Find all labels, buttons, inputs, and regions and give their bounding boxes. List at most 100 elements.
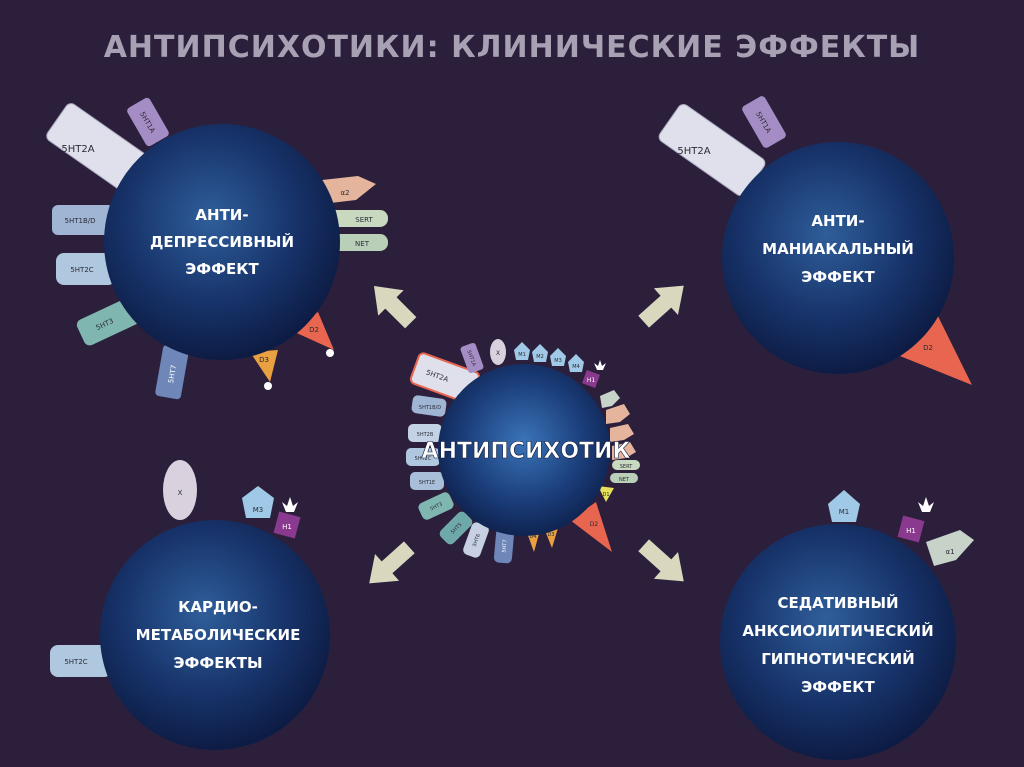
center-label: АНТИПСИХОТИК xyxy=(422,439,631,464)
sedative-effect-group: M1 H1 α1 СЕДАТИВНЫЙ АНКСИОЛИТИЧЕСКИЙ ГИП… xyxy=(720,490,974,760)
receptor-5ht2c-cardio: 5HT2C xyxy=(50,645,112,677)
svg-text:SERT: SERT xyxy=(355,216,373,224)
center-receptor-m2: M2 xyxy=(532,344,548,362)
receptor-x-cardio: X xyxy=(163,460,197,520)
antipsychotic-center-group: 5HT2A 5HT1A X M1 M2 M3 M4 H1 xyxy=(406,339,640,564)
receptor-d3: D3 xyxy=(250,350,278,390)
svg-text:5HT7: 5HT7 xyxy=(167,364,178,384)
svg-text:H1: H1 xyxy=(906,527,916,535)
svg-text:D4: D4 xyxy=(529,534,536,540)
center-receptor-5ht6: 5HT6 xyxy=(463,522,489,558)
receptor-5ht2c: 5HT2C xyxy=(56,253,116,285)
svg-text:M1: M1 xyxy=(518,352,526,358)
svg-text:H1: H1 xyxy=(587,377,596,384)
antidepressant-line2: ДЕПРЕССИВНЫЙ xyxy=(150,232,294,251)
antimanic-circle xyxy=(722,142,954,374)
center-receptor-m4: M4 xyxy=(568,354,584,372)
arrow-to-sedative xyxy=(638,539,684,582)
center-receptor-m3: M3 xyxy=(550,348,566,366)
receptor-5ht3: 5HT3 xyxy=(76,298,140,346)
receptor-h1-sedative: H1 xyxy=(897,497,934,543)
svg-text:5HT2A: 5HT2A xyxy=(61,144,94,155)
antimanic-line2: МАНИАКАЛЬНЫЙ xyxy=(762,239,914,258)
svg-text:D3: D3 xyxy=(259,356,269,364)
receptor-m1-sedative: M1 xyxy=(828,490,860,522)
sedative-line3: ГИПНОТИЧЕСКИЙ xyxy=(761,649,915,668)
svg-text:5HT2B: 5HT2B xyxy=(417,432,434,438)
arrow-to-cardio xyxy=(369,541,415,584)
svg-text:α2: α2 xyxy=(340,189,349,197)
center-receptor-m1: M1 xyxy=(514,342,530,360)
receptor-sert: SERT xyxy=(328,210,388,227)
center-receptor-5ht2b: 5HT2B xyxy=(408,424,442,442)
center-receptor-5ht1e: 5HT1E xyxy=(410,472,444,490)
arrow-to-antidepressant xyxy=(373,285,417,329)
svg-text:M2: M2 xyxy=(536,354,544,360)
center-receptor-h1: H1 xyxy=(582,360,606,388)
center-receptor-alpha2b xyxy=(610,424,634,442)
receptor-5ht1a: 5HT1A xyxy=(127,97,169,147)
svg-text:D3: D3 xyxy=(547,532,554,538)
center-receptor-x: X xyxy=(490,339,506,365)
center-receptor-5ht7: 5HT7 xyxy=(493,528,515,564)
center-receptor-5ht2c: 5HT2C xyxy=(406,448,440,466)
svg-text:X: X xyxy=(496,350,500,357)
svg-text:α1: α1 xyxy=(945,548,954,556)
antipsychotic-center-circle xyxy=(438,364,610,536)
svg-text:5HT1A: 5HT1A xyxy=(465,350,477,368)
cardio-line2: МЕТАБОЛИЧЕСКИЕ xyxy=(136,626,301,644)
receptor-5ht1bd: 5HT1B/D xyxy=(52,205,114,235)
svg-text:SERT: SERT xyxy=(620,464,633,470)
center-receptor-alpha1 xyxy=(600,390,620,408)
arrow-to-antimanic xyxy=(638,285,684,328)
receptor-d2-right: D2 xyxy=(890,300,972,385)
sedative-line4: ЭФФЕКТ xyxy=(801,678,875,696)
center-receptor-alpha2c xyxy=(612,442,636,460)
cardio-line1: КАРДИО- xyxy=(178,598,258,616)
center-receptor-net: NET xyxy=(610,473,638,483)
receptor-5ht7: 5HT7 xyxy=(155,344,189,400)
svg-text:NET: NET xyxy=(355,240,370,248)
page-title: АНТИПСИХОТИКИ: КЛИНИЧЕСКИЕ ЭФФЕКТЫ xyxy=(104,30,921,65)
svg-text:5HT3: 5HT3 xyxy=(429,501,443,512)
svg-text:5HT6: 5HT6 xyxy=(472,533,482,547)
svg-text:5HT2C: 5HT2C xyxy=(70,266,93,274)
receptor-d2: D2 xyxy=(290,312,334,357)
antidepressant-line3: ЭФФЕКТ xyxy=(185,260,259,278)
center-receptor-5ht1a: 5HT1A xyxy=(460,342,484,374)
svg-text:NET: NET xyxy=(619,477,630,483)
svg-text:M3: M3 xyxy=(253,506,264,514)
svg-text:5HT1B/D: 5HT1B/D xyxy=(419,405,441,411)
receptor-net: NET xyxy=(328,234,388,251)
svg-text:5HT7: 5HT7 xyxy=(501,539,508,553)
sedative-circle xyxy=(720,524,956,760)
cardio-circle xyxy=(100,520,330,750)
center-receptor-5ht1bd: 5HT1B/D xyxy=(411,395,447,417)
receptor-h1-cardio: H1 xyxy=(273,497,301,539)
svg-text:5HT2C: 5HT2C xyxy=(415,456,432,462)
svg-text:M3: M3 xyxy=(554,358,562,364)
receptor-alpha1-sedative: α1 xyxy=(926,530,974,566)
svg-text:5HT1B/D: 5HT1B/D xyxy=(65,217,96,225)
svg-text:5HT2C: 5HT2C xyxy=(64,658,87,666)
svg-text:X: X xyxy=(178,489,183,497)
center-receptor-5ht3: 5HT3 xyxy=(418,492,454,520)
svg-text:M1: M1 xyxy=(839,508,850,516)
sedative-line2: АНКСИОЛИТИЧЕСКИЙ xyxy=(742,621,933,640)
svg-text:D2: D2 xyxy=(590,521,599,528)
svg-text:5HT2A: 5HT2A xyxy=(677,146,710,157)
center-receptor-alpha2a xyxy=(606,404,630,424)
antimanic-effect-group: 5HT2A 5HT1A D2 АНТИ- МАНИАКАЛЬНЫЙ ЭФФЕКТ xyxy=(658,96,972,385)
center-receptor-5ht5: 5HT5 xyxy=(439,511,473,545)
antidepressant-effect-group: 5HT2A 5HT1A 5HT1B/D 5HT2C 5HT3 5HT7 α2 xyxy=(46,97,388,400)
svg-text:D2: D2 xyxy=(923,344,933,352)
antimanic-line3: ЭФФЕКТ xyxy=(801,268,875,286)
sedative-line1: СЕДАТИВНЫЙ xyxy=(777,593,898,612)
receptor-alpha2: α2 xyxy=(322,176,376,204)
svg-text:D2: D2 xyxy=(309,326,319,334)
cardio-line3: ЭФФЕКТЫ xyxy=(173,654,262,672)
svg-text:H1: H1 xyxy=(282,523,292,531)
cardio-effect-group: X M3 H1 5HT2C КАРДИО- МЕТАБОЛИЧЕСКИЕ ЭФФ… xyxy=(50,460,330,750)
